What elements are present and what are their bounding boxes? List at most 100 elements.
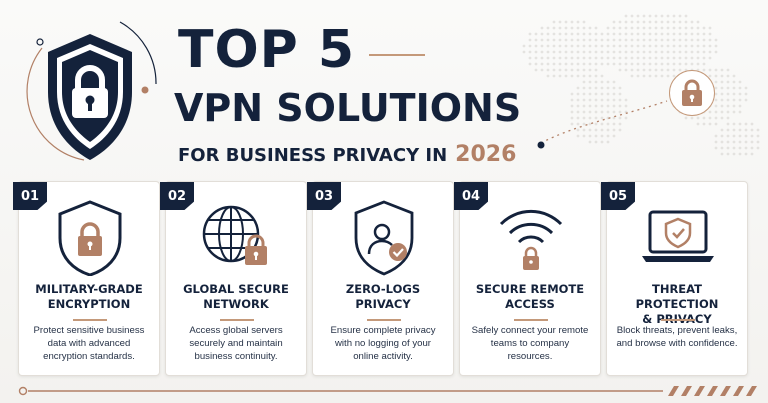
map-dot: [684, 26, 688, 30]
map-dot: [582, 62, 586, 66]
map-dot: [558, 44, 562, 48]
map-dot: [540, 32, 544, 36]
map-dot: [612, 134, 616, 138]
map-dot: [600, 134, 604, 138]
map-dot: [726, 74, 730, 78]
map-dot: [672, 56, 676, 60]
subtitle-prefix: FOR BUSINESS PRIVACY IN: [178, 145, 448, 166]
map-dot: [576, 62, 580, 66]
map-dot: [630, 32, 634, 36]
map-dot: [636, 44, 640, 48]
map-dot: [552, 50, 556, 54]
map-dot: [588, 128, 592, 132]
card-title: THREAT PROTECTION & PRIVACY: [611, 282, 743, 327]
map-dot: [654, 38, 658, 42]
map-dot: [612, 98, 616, 102]
map-dot: [738, 140, 742, 144]
map-dot: [606, 44, 610, 48]
card-title-line1: SECURE REMOTE: [475, 282, 585, 296]
map-dot: [702, 32, 706, 36]
map-dot: [654, 62, 658, 66]
map-dot: [684, 50, 688, 54]
map-dot: [552, 20, 556, 24]
map-dot: [576, 104, 580, 108]
map-dot: [528, 56, 532, 60]
map-dot: [528, 38, 532, 42]
map-dot: [720, 146, 724, 150]
map-dot: [648, 38, 652, 42]
map-dot: [624, 104, 628, 108]
map-dot: [642, 38, 646, 42]
map-dot: [528, 50, 532, 54]
map-dot: [732, 104, 736, 108]
map-dot: [738, 152, 742, 156]
map-dot: [606, 122, 610, 126]
map-dot: [636, 32, 640, 36]
card-rule: [220, 319, 254, 321]
map-dot: [594, 104, 598, 108]
map-dot: [636, 62, 640, 66]
map-dot: [678, 56, 682, 60]
map-dot: [702, 44, 706, 48]
map-dot: [576, 38, 580, 42]
map-dot: [612, 20, 616, 24]
map-dot: [600, 128, 604, 132]
map-dot: [600, 86, 604, 90]
map-dot: [714, 38, 718, 42]
map-dot: [612, 80, 616, 84]
feature-card-2: 02 GLOBAL SECURE NETWORK Access global s…: [160, 181, 307, 376]
map-dot: [594, 98, 598, 102]
map-dot: [672, 50, 676, 54]
map-dot: [654, 56, 658, 60]
map-dot: [732, 86, 736, 90]
map-dot: [648, 20, 652, 24]
map-dot: [714, 80, 718, 84]
map-dot: [666, 62, 670, 66]
map-dot: [612, 86, 616, 90]
map-dot: [582, 80, 586, 84]
map-dot: [660, 68, 664, 72]
map-dot: [648, 62, 652, 66]
map-dot: [576, 68, 580, 72]
map-dot: [594, 128, 598, 132]
map-dot: [702, 26, 706, 30]
map-dot: [600, 50, 604, 54]
map-dot: [576, 56, 580, 60]
map-dot: [672, 68, 676, 72]
map-dot: [558, 62, 562, 66]
map-dot: [660, 38, 664, 42]
map-dot: [546, 26, 550, 30]
map-dot: [570, 116, 574, 120]
map-dot: [708, 26, 712, 30]
map-dot: [576, 92, 580, 96]
map-dot: [600, 116, 604, 120]
map-dot: [642, 20, 646, 24]
map-dot: [744, 134, 748, 138]
map-dot: [624, 98, 628, 102]
map-dot: [666, 44, 670, 48]
map-dot: [720, 80, 724, 84]
map-dot: [588, 68, 592, 72]
map-dot: [672, 38, 676, 42]
map-dot: [720, 74, 724, 78]
map-dot: [612, 116, 616, 120]
map-dot: [714, 74, 718, 78]
map-dot: [588, 32, 592, 36]
map-dot: [732, 74, 736, 78]
map-dot: [666, 14, 670, 18]
map-dot: [588, 56, 592, 60]
map-dot: [618, 62, 622, 66]
card-description: Ensure complete privacy with no logging …: [330, 325, 436, 362]
map-dot: [624, 56, 628, 60]
feature-card-4: 04 SECURE REMOTE ACCESS Safely connect y…: [454, 181, 601, 376]
map-dot: [618, 86, 622, 90]
map-dot: [588, 110, 592, 114]
map-dot: [726, 134, 730, 138]
map-dot: [534, 38, 538, 42]
map-dot: [522, 44, 526, 48]
map-dot: [528, 44, 532, 48]
card-title: ZERO-LOGS PRIVACY: [317, 282, 449, 312]
card-number: 04: [454, 182, 488, 210]
map-dot: [654, 20, 658, 24]
map-dot: [744, 86, 748, 90]
